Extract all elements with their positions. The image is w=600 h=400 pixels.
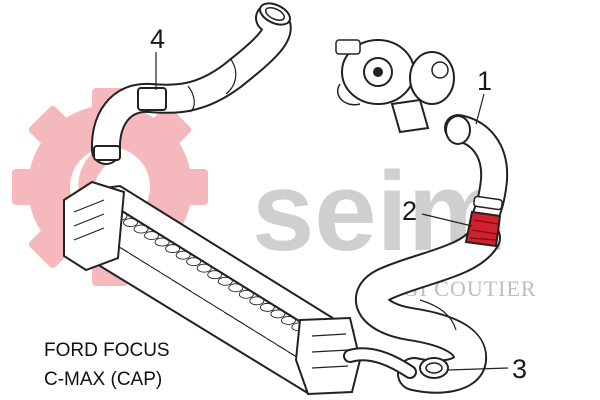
hose-2-coupler bbox=[464, 195, 503, 248]
intercooler-fin bbox=[165, 244, 181, 254]
intercooler-fin bbox=[207, 270, 223, 280]
callout-1: 1 bbox=[477, 66, 492, 96]
turbocharger bbox=[335, 39, 455, 134]
intercooler-fin bbox=[186, 257, 202, 267]
intercooler bbox=[63, 180, 362, 396]
intercooler-fin bbox=[228, 283, 244, 293]
intercooler-fin bbox=[249, 296, 265, 306]
callout-4: 4 bbox=[150, 24, 165, 54]
leader-lines bbox=[155, 52, 509, 371]
turbocharger-icon bbox=[335, 39, 455, 134]
intercooler-fin bbox=[154, 237, 170, 247]
callout-2: 2 bbox=[402, 196, 417, 226]
vehicle-caption-line1: FORD FOCUS bbox=[44, 340, 170, 361]
intercooler-fin bbox=[238, 289, 254, 299]
vehicle-caption-line2: C-MAX (CAP) bbox=[44, 369, 162, 390]
intercooler-fin bbox=[217, 276, 233, 286]
intercooler-icon bbox=[63, 180, 362, 396]
intercooler-fin bbox=[259, 302, 275, 312]
intercooler-fin bbox=[144, 231, 160, 241]
hose-1 bbox=[444, 114, 509, 234]
intercooler-fin bbox=[196, 263, 212, 273]
intercooler-fin bbox=[133, 224, 149, 234]
hose-4 bbox=[91, 2, 292, 165]
intercooler-fin bbox=[270, 309, 286, 319]
intercooler-fin bbox=[175, 250, 191, 260]
callout-3: 3 bbox=[512, 354, 527, 384]
intercooler-fin bbox=[123, 218, 138, 227]
intercooler-fin bbox=[280, 315, 296, 325]
